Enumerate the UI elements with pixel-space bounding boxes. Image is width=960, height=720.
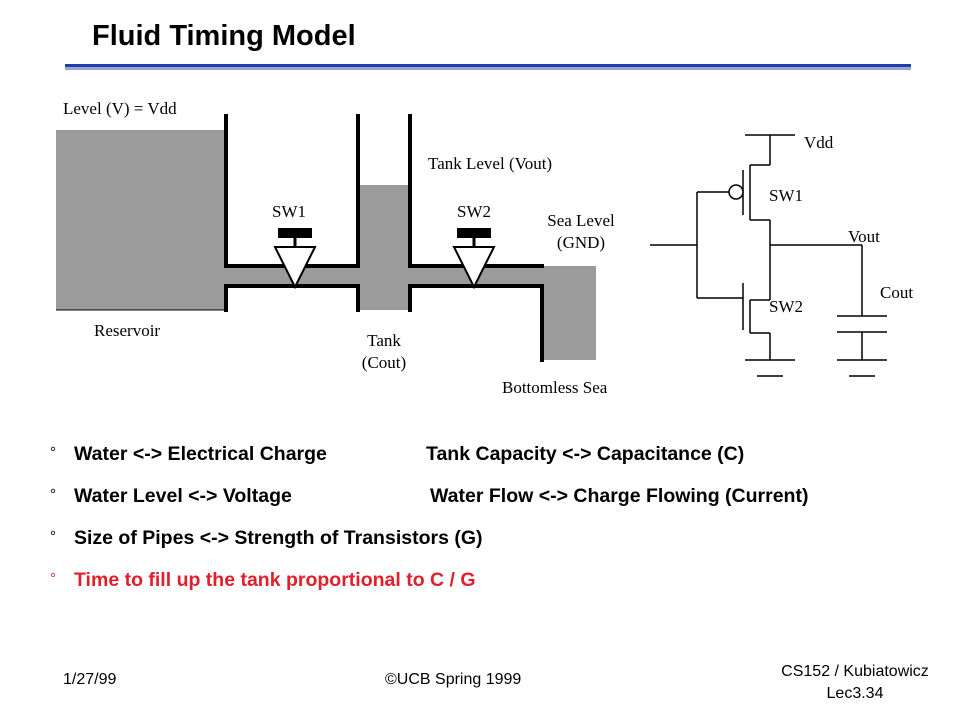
cout-label: Cout [880, 283, 914, 302]
sea-level-label: Sea Level (GND) [528, 211, 634, 253]
bullet-text: Water <-> Electrical Charge [74, 443, 327, 465]
footer-course: CS152 / Kubiatowicz Lec3.34 [770, 661, 940, 705]
footer-copyright: ©UCB Spring 1999 [385, 671, 522, 688]
tank-label-line2: (Cout) [361, 353, 407, 372]
slide-title: Fluid Timing Model [92, 20, 356, 52]
bullet-text-right: Tank Capacity <-> Capacitance (C) [426, 443, 745, 465]
bullet-text: Water Level <-> Voltage [74, 485, 292, 507]
sw2-valve [452, 228, 496, 290]
sea-level-line2: (GND) [556, 233, 606, 252]
bullet-marker: ° [50, 486, 56, 503]
reservoir-water [56, 130, 226, 310]
sw2-label: SW2 [457, 202, 491, 221]
vdd-label: Vdd [804, 133, 834, 152]
title-rule-shadow [65, 67, 911, 70]
level-label: Level (V) = Vdd [63, 99, 177, 118]
bullet-text: Time to fill up the tank proportional to… [74, 569, 476, 591]
sea-level-line1: Sea Level [547, 211, 615, 230]
tank-label: Tank (Cout) [345, 331, 423, 373]
bullet-text-right: Water Flow <-> Charge Flowing (Current) [430, 485, 809, 507]
reservoir-label: Reservoir [94, 321, 161, 340]
sea-water [542, 266, 596, 360]
circuit-sw2-label: SW2 [769, 297, 803, 316]
sw1-valve [273, 228, 317, 290]
footer-course-line: CS152 / Kubiatowicz [781, 663, 929, 680]
sw1-label: SW1 [272, 202, 306, 221]
bullet-text: Size of Pipes <-> Strength of Transistor… [74, 527, 483, 549]
reservoir-wall [224, 114, 360, 268]
tank-bottom-right [408, 284, 544, 362]
tank-label-line1: Tank [367, 331, 401, 350]
reservoir-bottom [224, 284, 360, 312]
tank-water [358, 185, 410, 310]
bullet-marker: ° [50, 570, 56, 587]
tank-level-label: Tank Level (Vout) [428, 154, 553, 173]
bottomless-sea-label: Bottomless Sea [502, 378, 608, 397]
inverter-circuit [650, 134, 887, 377]
tank-right-wall [408, 114, 544, 268]
vout-label: Vout [848, 227, 880, 246]
fluid-diagram [56, 114, 887, 377]
footer-lecture-line: Lec3.34 [826, 685, 884, 702]
title-rule [65, 64, 911, 67]
bullet-marker: ° [50, 528, 56, 545]
circuit-sw1-label: SW1 [769, 186, 803, 205]
footer-date: 1/27/99 [63, 671, 117, 688]
bullet-marker: ° [50, 444, 56, 461]
